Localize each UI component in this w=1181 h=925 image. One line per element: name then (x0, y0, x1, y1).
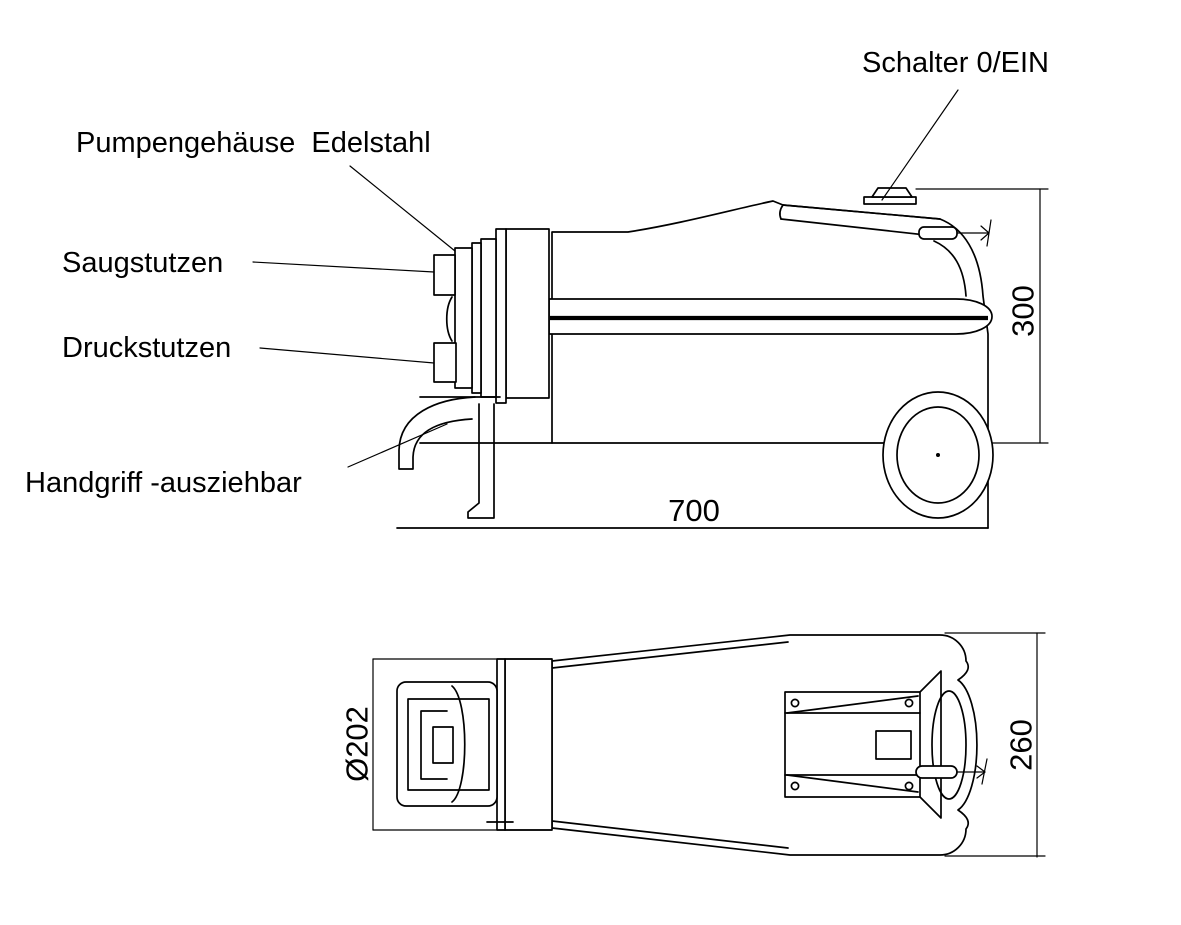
housing-ring-front (454, 247, 473, 389)
top-recess-upper-line (782, 204, 941, 220)
top-recess-lower-line (780, 218, 945, 238)
plan-body-outline (551, 634, 978, 856)
label-suction-port: Saugstutzen (62, 247, 223, 279)
leader-handle (347, 423, 448, 468)
plan-plate-diagonal-bottom (786, 774, 919, 793)
leader-discharge-port (259, 347, 435, 364)
plan-body-inner-bottom-line (551, 820, 789, 849)
leader-lines (252, 89, 959, 468)
plan-head-center-port (432, 726, 454, 764)
plan-plate-diagonal-top (786, 695, 919, 714)
motor-front-plate (505, 228, 550, 399)
plan-head-outline (396, 681, 498, 807)
dim-text-260: 260 (1004, 719, 1039, 771)
plan-wheel-inner (931, 690, 967, 800)
plan-plate-screw-1 (790, 698, 800, 708)
label-switch: Schalter 0/EIN (862, 47, 1049, 79)
rear-corner-inner-curve (933, 240, 967, 297)
cable-gland-side (918, 226, 958, 240)
leader-suction-port (252, 261, 435, 273)
housing-ring-middle (471, 242, 482, 394)
housing-ring-outer (480, 238, 497, 398)
discharge-port-nozzle (433, 342, 457, 383)
cable-arrow-plan (976, 758, 988, 785)
dim-text-202: Ø202 (340, 706, 375, 782)
handle-tube (398, 396, 476, 470)
plan-plate-screw-2 (904, 698, 914, 708)
switch-knob (871, 187, 913, 198)
plan-flange-strip (496, 658, 506, 831)
plan-plate-screw-4 (904, 781, 914, 791)
text-labels: Schalter 0/EIN Pumpengehäuse Edelstahl S… (25, 47, 1049, 782)
plan-plate-screw-3 (790, 781, 800, 791)
plan-terminal-box (875, 730, 912, 760)
label-pump-housing: Pumpengehäuse Edelstahl (76, 127, 431, 159)
top-recess-front-edge (779, 204, 784, 220)
switch-base-plate (863, 196, 917, 205)
suction-port-nozzle (433, 254, 456, 296)
plan-plate-chamfer (919, 670, 942, 819)
leader-switch (881, 89, 959, 201)
handle-support-leg (467, 403, 495, 519)
side-view (396, 187, 1049, 529)
wheel-axle-dot (936, 453, 940, 457)
plan-body-inner-top-line (551, 641, 789, 669)
plan-motor-block (504, 658, 553, 831)
cable-gland-plan (915, 765, 958, 779)
top-view (372, 632, 1046, 858)
label-discharge-port: Druckstutzen (62, 332, 231, 364)
housing-flange (495, 228, 507, 404)
housing-face-curve (445, 296, 453, 342)
plan-head-bracket (420, 710, 448, 780)
leader-pump-housing (349, 165, 456, 252)
dim-text-700: 700 (668, 493, 720, 528)
dim-text-300: 300 (1006, 285, 1041, 337)
plan-head-inner-frame (407, 698, 490, 791)
plan-motor-plate (784, 691, 921, 798)
plan-head-dome-curve (451, 685, 466, 803)
cable-arrow-side (980, 219, 992, 247)
label-handle: Handgriff -ausziehbar (25, 467, 302, 499)
